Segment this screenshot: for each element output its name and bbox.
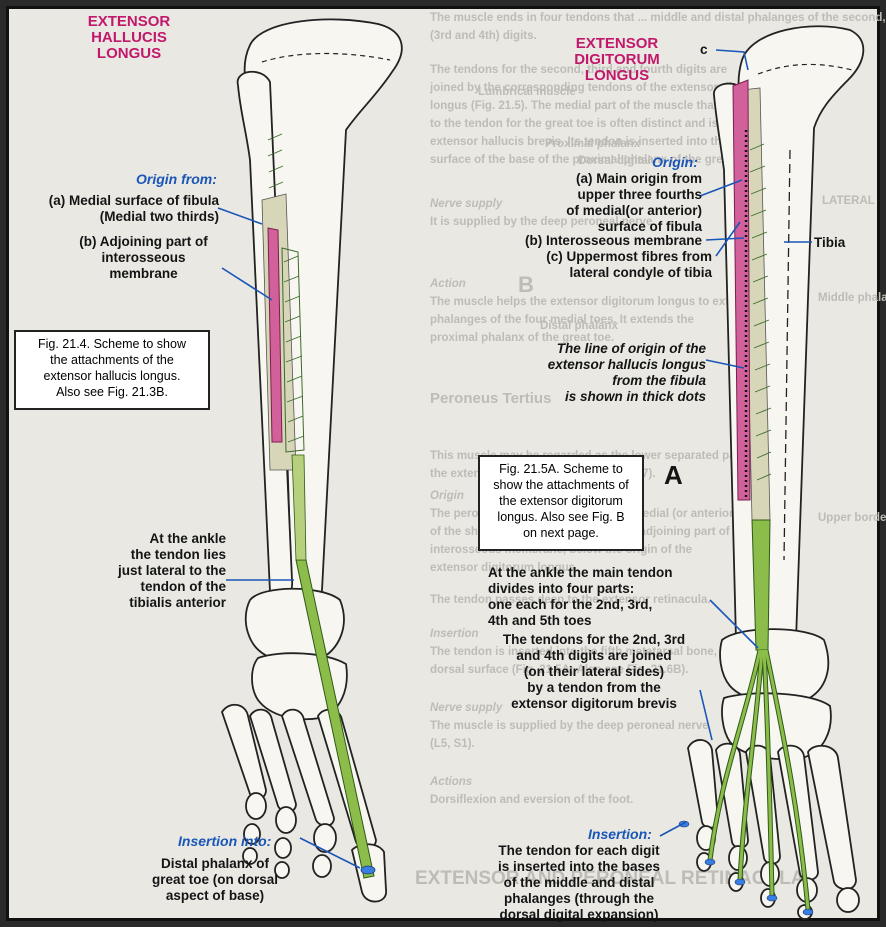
right-origin-heading: Origin: bbox=[652, 154, 698, 170]
title-line: LONGUS bbox=[74, 46, 184, 62]
left-insertion-heading: Insertion into: bbox=[178, 833, 271, 849]
left-origin-b: (b) Adjoining part of interosseous membr… bbox=[56, 234, 231, 282]
label-line: phalanges (through the bbox=[474, 891, 684, 907]
right-title: EXTENSOR DIGITORUM LONGUS bbox=[562, 36, 672, 84]
label-line: dorsal digital expansion) bbox=[474, 907, 684, 923]
right-origin-c: (c) Uppermost fibres from lateral condyl… bbox=[500, 249, 712, 281]
note-line: and 4th digits are joined bbox=[476, 648, 712, 664]
right-origin-b: (b) Interosseous membrane bbox=[496, 233, 702, 249]
note-line: is shown in thick dots bbox=[524, 389, 706, 405]
title-line: HALLUCIS bbox=[74, 30, 184, 46]
note-line: 4th and 5th toes bbox=[488, 613, 728, 629]
left-origin-a: (a) Medial surface of fibula (Medial two… bbox=[14, 193, 219, 225]
left-figure-caption: Fig. 21.4. Scheme to show the attachment… bbox=[14, 330, 210, 410]
note-line: divides into four parts: bbox=[488, 581, 728, 597]
label-line: of the middle and distal bbox=[474, 875, 684, 891]
insertion-marker bbox=[361, 866, 375, 874]
note-line: The line of origin of the bbox=[524, 341, 706, 357]
title-line: LONGUS bbox=[562, 68, 672, 84]
left-origin-heading: Origin from: bbox=[136, 171, 217, 187]
right-dots-note: The line of origin of the extensor hallu… bbox=[524, 341, 706, 405]
label-line: (a) Main origin from bbox=[530, 171, 702, 187]
left-insertion-text: Distal phalanx of great toe (on dorsal a… bbox=[140, 856, 290, 904]
left-title: EXTENSOR HALLUCIS LONGUS bbox=[74, 14, 184, 62]
right-insertion-heading: Insertion: bbox=[588, 826, 652, 842]
label-line: membrane bbox=[56, 266, 231, 282]
note-line: At the ankle the main tendon bbox=[488, 565, 728, 581]
label-line: The tendon for each digit bbox=[474, 843, 684, 859]
note-line: tendon of the bbox=[76, 579, 226, 595]
right-origin-a: (a) Main origin from upper three fourths… bbox=[530, 171, 702, 235]
caption-line: the attachments of the bbox=[22, 352, 202, 368]
label-line: (b) Adjoining part of bbox=[56, 234, 231, 250]
title-line: DIGITORUM bbox=[562, 52, 672, 68]
caption-line: longus. Also see Fig. B bbox=[486, 509, 636, 525]
right-joined-note: The tendons for the 2nd, 3rd and 4th dig… bbox=[476, 632, 712, 712]
marker-c: c bbox=[700, 42, 708, 58]
label-line: (a) Medial surface of fibula bbox=[14, 193, 219, 209]
caption-line: the extensor digitorum bbox=[486, 493, 636, 509]
note-line: The tendons for the 2nd, 3rd bbox=[476, 632, 712, 648]
label-line: (c) Uppermost fibres from bbox=[500, 249, 712, 265]
caption-line: Fig. 21.5A. Scheme to bbox=[486, 461, 636, 477]
label-line: (Medial two thirds) bbox=[14, 209, 219, 225]
caption-line: extensor hallucis longus. bbox=[22, 368, 202, 384]
panel-letter: A bbox=[664, 460, 683, 491]
note-line: At the ankle bbox=[76, 531, 226, 547]
caption-line: on next page. bbox=[486, 525, 636, 541]
caption-line: Fig. 21.4. Scheme to show bbox=[22, 336, 202, 352]
label-line: lateral condyle of tibia bbox=[500, 265, 712, 281]
label-line: great toe (on dorsal bbox=[140, 872, 290, 888]
right-insertion-text: The tendon for each digit is inserted in… bbox=[474, 843, 684, 923]
note-line: tibialis anterior bbox=[76, 595, 226, 611]
left-leg-bones bbox=[222, 19, 402, 901]
note-line: just lateral to the bbox=[76, 563, 226, 579]
note-line: extensor hallucis longus bbox=[524, 357, 706, 373]
right-leg-bones bbox=[688, 26, 863, 919]
right-ankle-note: At the ankle the main tendon divides int… bbox=[488, 565, 728, 629]
caption-line: show the attachments of bbox=[486, 477, 636, 493]
title-line: EXTENSOR bbox=[562, 36, 672, 52]
note-line: the tendon lies bbox=[76, 547, 226, 563]
left-ankle-note: At the ankle the tendon lies just latera… bbox=[76, 531, 226, 611]
label-line: of medial(or anterior) bbox=[530, 203, 702, 219]
tibia-label: Tibia bbox=[814, 235, 845, 251]
right-figure-caption: Fig. 21.5A. Scheme to show the attachmen… bbox=[478, 455, 644, 551]
label-line: upper three fourths bbox=[530, 187, 702, 203]
note-line: one each for the 2nd, 3rd, bbox=[488, 597, 728, 613]
note-line: by a tendon from the bbox=[476, 680, 712, 696]
label-line: interosseous bbox=[56, 250, 231, 266]
caption-line: Also see Fig. 21.3B. bbox=[22, 384, 202, 400]
label-line: Distal phalanx of bbox=[140, 856, 290, 872]
note-line: (on their lateral sides) bbox=[476, 664, 712, 680]
note-line: from the fibula bbox=[524, 373, 706, 389]
title-line: EXTENSOR bbox=[74, 14, 184, 30]
note-line: extensor digitorum brevis bbox=[476, 696, 712, 712]
label-line: aspect of base) bbox=[140, 888, 290, 904]
label-line: is inserted into the bases bbox=[474, 859, 684, 875]
